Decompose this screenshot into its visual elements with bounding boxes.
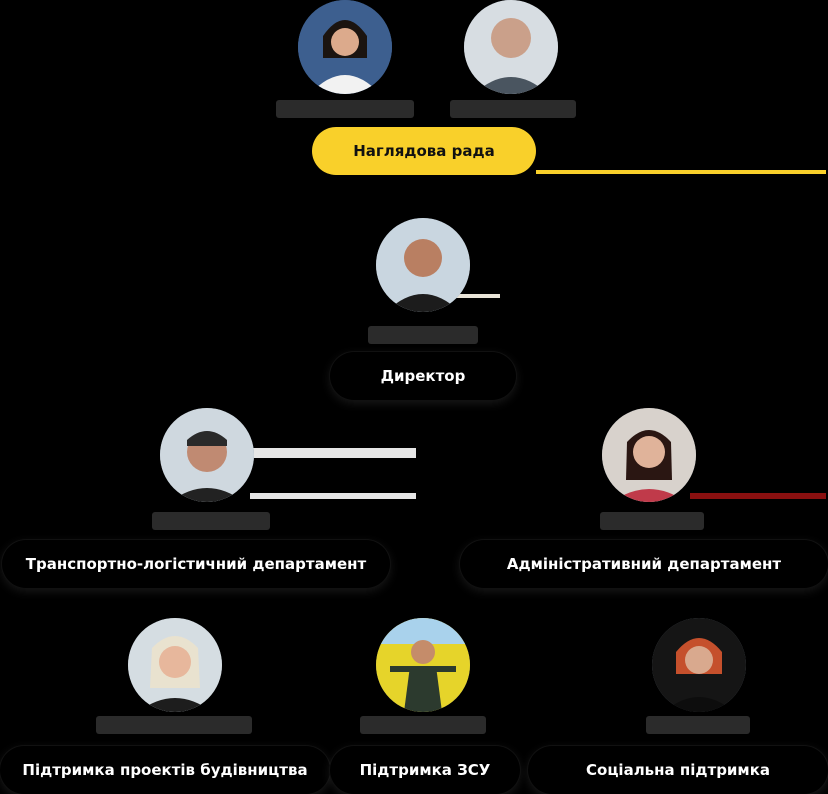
board-connector-line	[536, 170, 826, 174]
transport-department-label: Транспортно-логістичний департамент	[2, 540, 390, 588]
admin-head-avatar	[602, 408, 696, 502]
social-head-name	[646, 716, 750, 734]
board-member-1-name	[276, 100, 414, 118]
board-member-1-avatar	[298, 0, 392, 94]
admin-department-label: Адміністративний департамент	[460, 540, 828, 588]
director-avatar	[376, 218, 470, 312]
board-member-2-name	[450, 100, 576, 118]
director-connector-line	[450, 294, 500, 298]
person-photo-icon	[376, 618, 470, 712]
social-head-avatar	[652, 618, 746, 712]
person-photo-icon	[376, 218, 470, 312]
person-photo-icon	[464, 0, 558, 94]
person-photo-icon	[160, 408, 254, 502]
social-unit-label: Соціальна підтримка	[528, 746, 828, 794]
person-photo-icon	[652, 618, 746, 712]
person-photo-icon	[602, 408, 696, 502]
transport-connector-line-1	[250, 448, 416, 458]
board-member-2-avatar	[464, 0, 558, 94]
director-label: Директор	[330, 352, 516, 400]
army-head-name	[360, 716, 486, 734]
construction-head-avatar	[128, 618, 222, 712]
army-head-avatar	[376, 618, 470, 712]
admin-head-name	[600, 512, 704, 530]
transport-connector-line-2	[250, 493, 416, 499]
transport-head-name	[152, 512, 270, 530]
director-name	[368, 326, 478, 344]
person-photo-icon	[128, 618, 222, 712]
board-label: Наглядова рада	[312, 127, 536, 175]
admin-connector-line	[690, 493, 826, 499]
construction-head-name	[96, 716, 252, 734]
army-unit-label: Підтримка ЗСУ	[330, 746, 520, 794]
person-photo-icon	[298, 0, 392, 94]
transport-head-avatar	[160, 408, 254, 502]
construction-unit-label: Підтримка проектів будівництва	[0, 746, 330, 794]
